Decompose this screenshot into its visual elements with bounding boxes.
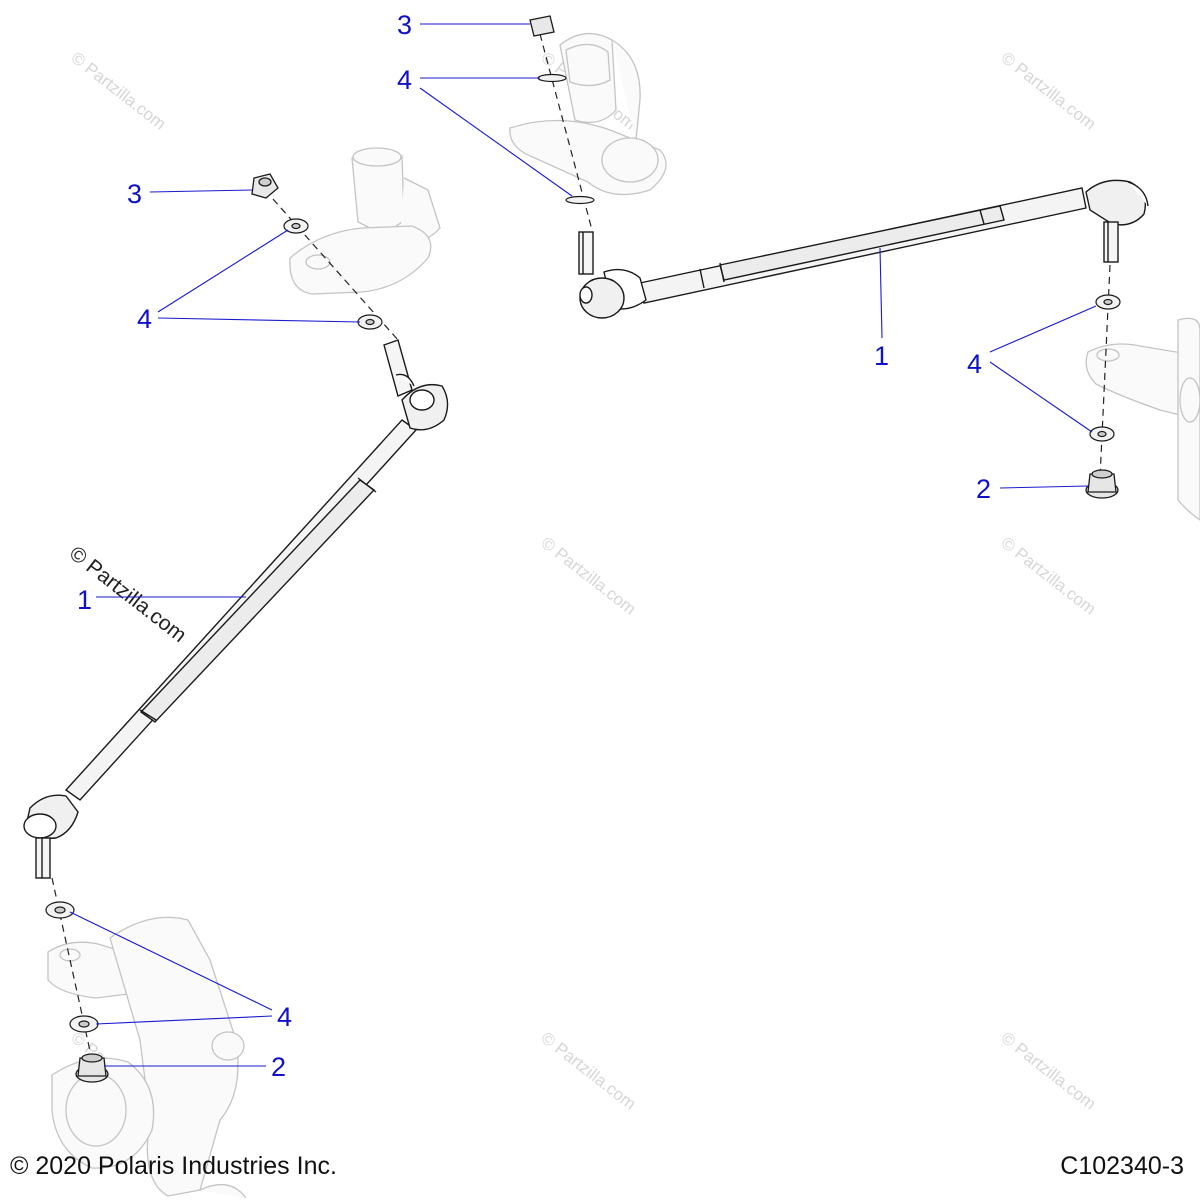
knuckle-right [1085,317,1200,521]
leader-4-left-lower [157,317,361,323]
leader-4-bottom [69,911,273,1011]
callout-4-left: 4 [137,304,152,334]
watermark-group: © Partzilla.com © Partzilla.com © Partzi… [65,48,1100,1114]
flange-nut-group [75,469,1119,1083]
watermark: © Partzilla.com [68,48,170,134]
watermark: © Partzilla.com [538,1028,640,1114]
callout-2-bottom: 2 [271,1052,286,1082]
tie-rod-left [23,339,449,879]
leader-4-right [989,305,1097,353]
leader-4-left [157,229,289,313]
knuckle-bottom-left [47,916,247,1199]
flange-nut-left [75,1053,109,1083]
knuckle-left-upper [289,147,441,295]
watermark: © Partzilla.com [998,533,1100,619]
tie-rod-right [578,179,1149,319]
leader-2-right [999,485,1089,489]
copyright-text: © 2020 Polaris Industries Inc. [10,1152,337,1180]
callout-2-right: 2 [976,474,991,504]
washer-group [45,73,1121,1033]
callout-1-left: 1 [77,585,92,615]
nut-top [529,15,555,37]
leader-4-bottom-lower [95,1015,273,1025]
knuckle-top-center [509,33,667,196]
leader-4-right-lower [989,361,1093,433]
watermark: © Partzilla.com [538,533,640,619]
callout-3-top: 3 [397,10,412,40]
nut-group [251,15,555,199]
leader-3-left [149,189,253,193]
callout-4-top: 4 [397,65,412,95]
callout-3-left: 3 [127,179,142,209]
callout-4-right: 4 [967,349,982,379]
callout-4-bottom: 4 [277,1002,292,1032]
washer [537,73,567,83]
figure-code: C102340-3 [1060,1152,1184,1180]
watermark: © Partzilla.com [998,48,1100,134]
callout-labels: 3 4 3 4 1 4 2 1 4 2 [77,10,991,1082]
axis-lines [51,33,1111,1061]
watermark: © Partzilla.com [998,1028,1100,1114]
leader-4-top-lower [419,87,573,197]
washer [565,195,595,205]
leader-1-right [879,247,883,339]
flange-nut-right [1085,469,1119,499]
leader-lines [69,23,1097,1067]
callout-1-right: 1 [874,341,889,371]
ghost-knuckle-group [47,33,1200,1199]
axis-left-upper [264,189,399,341]
